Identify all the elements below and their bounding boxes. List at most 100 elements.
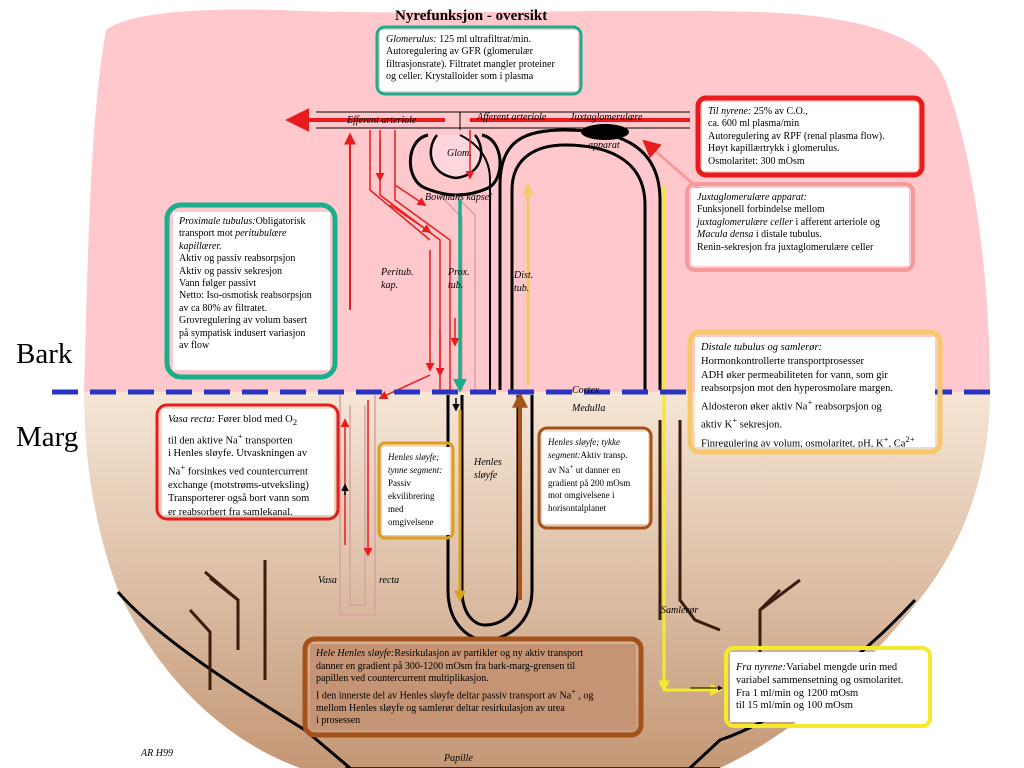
glomerulus-line: og celler. Krystalloider som i plasma xyxy=(386,71,534,83)
vasa-line: er reabsorbert fra samlekanal. xyxy=(168,506,293,515)
dist-tub-label-1: Dist. xyxy=(514,270,534,281)
henle-tynn-line: omgivelsene xyxy=(388,517,434,527)
juxta-text: i distale tubulus. xyxy=(753,229,822,241)
page-title: Nyrefunksjon - oversikt xyxy=(395,8,548,24)
vasa-head: Vasa recta: xyxy=(168,414,216,425)
proximale-line: av flow xyxy=(179,340,210,352)
frame-henle-tynn xyxy=(377,441,455,540)
distale-sup: + xyxy=(807,397,813,408)
hele-henle-text: , og xyxy=(575,690,594,702)
henle-tykk-text: av Na xyxy=(548,465,570,476)
distale-text: Aldosteron øker aktiv Na xyxy=(701,401,808,413)
juxta-pointer xyxy=(642,139,701,192)
dist-tub-label-2: tub. xyxy=(514,283,530,294)
til-nyrene-line: Høyt kapillærtrykk i glomerulus. xyxy=(708,143,840,155)
vasa-line: i Henles sløyfe. Utvaskningen av xyxy=(168,448,308,460)
distale-text: Finregulering av volum, osmolaritet, pH,… xyxy=(701,438,884,447)
fra-nyrene-line: til 15 ml/min og 100 mOsm xyxy=(736,700,853,712)
juxta-text: i afferent arteriole og xyxy=(793,216,881,228)
efferent-arteriole-label: Efferent arteriole xyxy=(347,115,417,126)
proximale-line: Vann følger passivt xyxy=(179,278,257,290)
distal-tubule xyxy=(459,128,662,390)
henle-tykk-line: gradient på 200 mOsm xyxy=(548,477,631,488)
vasa-line: exchange (motstrøms-utveksling) xyxy=(168,479,309,491)
henle-tykk-text: Aktiv transp. xyxy=(580,449,628,460)
distale-sup: + xyxy=(883,433,889,444)
glomerulus-line: filtrasjonsrate). Filtratet mangler prot… xyxy=(386,58,555,70)
juxta-line: Renin-sekresjon fra juxtaglomerulære cel… xyxy=(697,241,874,253)
juxta-head: Juxtaglomerulære apparat: xyxy=(697,192,807,203)
bark-label: Bark xyxy=(16,338,73,370)
distale-text: sekresjon. xyxy=(737,419,783,431)
hele-henle-line: danner en gradient på 300-1200 mOsm fra … xyxy=(316,660,576,672)
peritub-label-1: Peritub. xyxy=(381,267,414,278)
hele-henle-text: I den innerste del av Henles sløyfe delt… xyxy=(316,690,572,702)
distale-line: reabsorpsjon mot den hyperosmolare marge… xyxy=(701,383,893,395)
arteriole-lines xyxy=(316,111,690,130)
juxta-box: Juxtaglomerulære apparat: Funksjonell fo… xyxy=(691,188,909,266)
proximale-line: av ca 80% av filtratet. xyxy=(179,302,268,314)
afferent-arteriole-label: Afferent arteriole xyxy=(477,112,547,123)
vasa-line: Transporterer også bort vann som xyxy=(168,493,310,505)
glomerulus-box: Glomerulus: 125 ml ultrafiltrat/min. Aut… xyxy=(380,30,578,91)
frame-vasa xyxy=(155,403,340,521)
til-nyrene-head: Til nyrene: xyxy=(708,106,752,117)
henle-tykk-italic: segment: xyxy=(548,449,581,460)
proximale-line: Aktiv og passiv reabsorpsjon xyxy=(179,253,296,265)
frame-juxta xyxy=(685,182,915,272)
vasa-text: Fører blod med O xyxy=(215,414,293,425)
medulla-label: Medulla xyxy=(572,403,606,414)
henle-tykk-line: Henles sløyfe; tykke xyxy=(548,437,620,447)
til-nyrene-line: Osmolaritet: 300 mOsm xyxy=(708,155,805,167)
fra-nyrene-text: Variabel mengde urin med xyxy=(786,662,898,673)
peritub-label-2: kap. xyxy=(381,280,398,291)
vasa-recta xyxy=(339,395,376,616)
juxta-line: Funksjonell forbindelse mellom xyxy=(697,204,825,216)
vasa-recta-box: Vasa recta: Fører blod med O2 til den ak… xyxy=(162,409,334,515)
glom-label: Glom. xyxy=(447,148,472,159)
hele-henle-line: i prosessen xyxy=(316,715,361,727)
henle-tykk-line: mot omgivelsene i xyxy=(548,490,615,501)
distale-sup: 2+ xyxy=(905,433,915,444)
henle-tynn-line: Passiv xyxy=(388,478,412,488)
juxta-italic: Macula densa xyxy=(697,229,754,241)
vasa-sub: 2 xyxy=(292,417,298,428)
distale-head: Distale tubulus og samlerør: xyxy=(701,342,823,353)
glomerulus-text1: 125 ml ultrafiltrat/min. xyxy=(436,34,531,45)
proximale-line: kapillærer. xyxy=(179,240,222,252)
henle-tynn-line: med xyxy=(388,504,404,514)
hele-henle-sup: + xyxy=(571,686,576,696)
henle-tynn-box: Henles sløyfe; tynne segment: Passiv ekv… xyxy=(382,447,450,535)
papille-label: Papille xyxy=(444,753,473,764)
vasa-sup: + xyxy=(180,461,186,472)
juxta-italic: juxtaglomerulære celler xyxy=(697,216,793,228)
proximale-line: på sympatisk indusert variasjon xyxy=(179,327,306,339)
frame-henle-tykk xyxy=(537,426,653,530)
fra-nyrene-line: Fra 1 ml/min og 1200 mOsm xyxy=(736,687,859,699)
apparat-label: apparat xyxy=(588,140,620,151)
juxtaglomerular-label: Juxtaglomerulære xyxy=(570,112,643,123)
henle-tynn-line: tynne segment: xyxy=(388,465,443,475)
proximale-head: Proximale tubulus: xyxy=(179,216,256,227)
hele-henle-line: mellom Henles sløyfe og samlerør deltar … xyxy=(316,702,565,714)
frame-hele-henle xyxy=(302,636,644,738)
distale-box: Distale tubulus og samlerør: Hormonkontr… xyxy=(695,337,935,447)
proximale-box: Proximale tubulus:Obligatorisk transport… xyxy=(173,212,330,370)
vasa-text: forsinkes ved countercurrent xyxy=(185,466,308,478)
henle-tykk-line: horisontalplanet xyxy=(548,502,606,513)
henle-tykk-text: ut danner en xyxy=(573,465,621,476)
henle-tynn-line: Henles sløyfe; xyxy=(388,452,440,462)
hele-henle-line: papillen ved countercurrent multiplikasj… xyxy=(316,673,489,685)
frame-glomerulus xyxy=(375,25,583,96)
henle-label-1: Henles xyxy=(474,457,502,468)
proximale-line: Netto: Iso-osmotisk reabsorpsjon xyxy=(179,290,312,302)
hele-henle-text: Resirkulasjon av partikler og ny aktiv t… xyxy=(394,648,584,659)
frame-distale xyxy=(687,329,943,455)
til-nyrene-text1: 25% av C.O., xyxy=(751,106,808,117)
vasa-label-2: recta xyxy=(379,575,400,586)
hele-henle-head: Hele Henles sløyfe: xyxy=(316,648,395,659)
proximale-text1: Obligatorisk xyxy=(255,216,306,227)
vasa-label-1: Vasa xyxy=(318,575,337,586)
frame-fra-nyrene xyxy=(724,646,932,728)
fra-nyrene-line: variabel sammensetning og osmolaritet. xyxy=(736,674,904,686)
